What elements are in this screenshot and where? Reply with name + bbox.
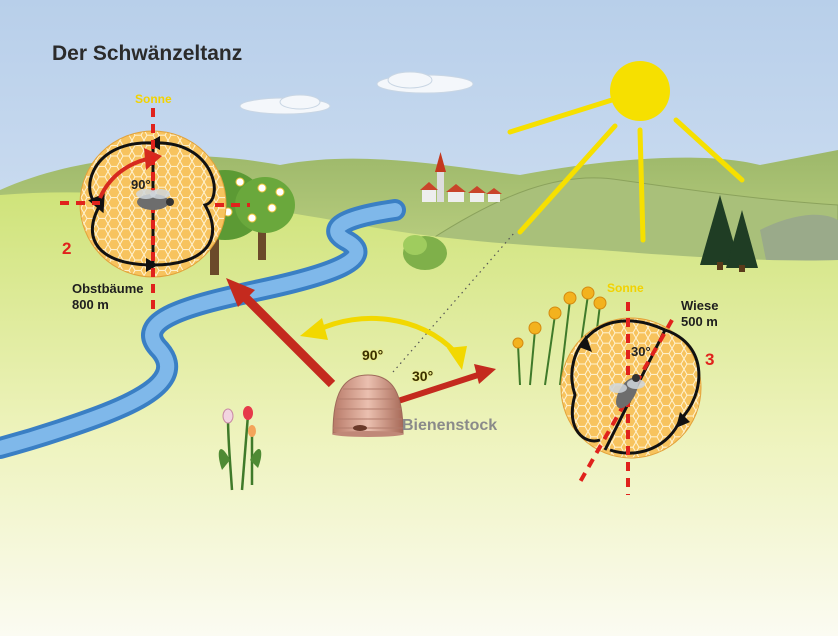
place-obstbaeume: Obstbäume 800 m [72,281,144,313]
dance-arrow-2-bottom [146,258,158,272]
dance-angle-3: 30° [631,344,651,359]
tulips [218,406,262,491]
dance-arrow-3-right [676,412,690,428]
bush [403,235,447,270]
bee-3 [609,374,645,409]
sun-label-3: Sonne [607,281,644,295]
clouds [239,71,474,115]
sun-disc [610,61,670,121]
place-distance-3: 500 m [681,314,718,329]
place-distance-2: 800 m [72,297,109,312]
sun-label-2: Sonne [135,92,172,106]
dance-number-2: 2 [62,239,72,258]
diagram-title: Der Schwänzeltanz [52,42,243,65]
dance-arrow-3-left [579,335,592,352]
river-highlight [0,203,402,455]
sun [507,61,745,243]
hive-angle-30: 30° [412,368,434,384]
hive-angle-90: 90° [362,347,384,363]
fir-trees [700,195,758,272]
flight-arrow-obstbaeume [226,278,336,388]
village [420,152,502,202]
flight-arrow-wiese [397,364,496,404]
hive-label: Bienenstock [402,417,498,434]
dance-angle-2: 90° [131,177,151,192]
place-wiese: Wiese 500 m [681,298,718,330]
bee-2 [136,189,174,210]
place-name-3: Wiese [681,298,719,313]
place-name-2: Obstbäume [72,281,144,296]
angle-arc-yellow [300,315,467,370]
dance-number-3: 3 [705,350,715,369]
sun-sight-line [392,231,516,373]
beehive [332,374,404,437]
